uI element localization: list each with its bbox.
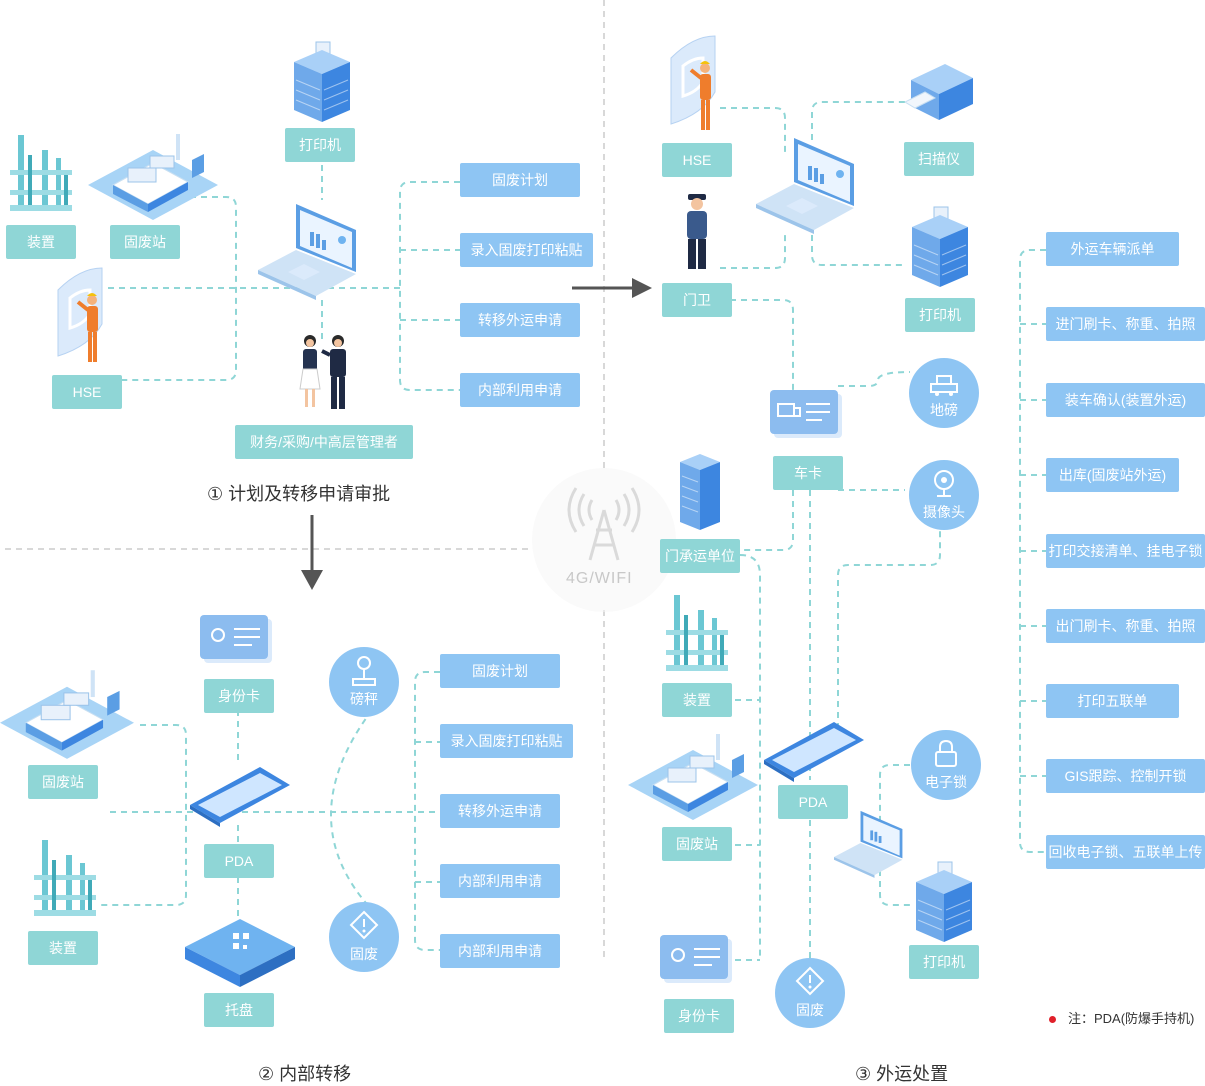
printer-icon — [294, 41, 350, 122]
step-transfer-apply: 转移外运申请 — [440, 794, 560, 828]
footnote-text: 注：PDA(防爆手持机) — [1068, 1011, 1195, 1026]
carrier-building-icon — [680, 454, 720, 530]
waste-station-icon — [88, 134, 218, 220]
step-gate-in: 进门刷卡、称重、拍照 — [1046, 307, 1205, 341]
step-record-print: 录入固废打印粘贴 — [460, 233, 593, 267]
network-label: 4G/WIFI — [566, 570, 633, 587]
flow-arrows — [301, 278, 652, 590]
pda-label: PDA — [778, 785, 848, 819]
waste-station-icon — [0, 670, 134, 759]
waste-node: 固废 — [329, 902, 399, 972]
id-card-icon — [200, 615, 272, 663]
printer-label: 打印机 — [285, 128, 355, 162]
weighbridge-node: 地磅 — [909, 358, 979, 428]
device-icon — [34, 840, 96, 916]
waste-node: 固废 — [775, 958, 845, 1028]
scale-node: 磅秤 — [329, 647, 399, 717]
scale-label: 磅秤 — [350, 691, 378, 707]
step-print-lock: 打印交接清单、挂电子锁 — [1046, 534, 1205, 568]
step-dispatch: 外运车辆派单 — [1046, 232, 1179, 266]
note-dot-icon — [1049, 1016, 1056, 1024]
guard-label: 门卫 — [662, 283, 732, 317]
managers-icon — [299, 335, 346, 409]
device-icon — [666, 595, 728, 671]
step-transfer-apply: 转移外运申请 — [460, 303, 580, 337]
guard-icon — [687, 194, 707, 269]
hse-worker-icon — [670, 35, 716, 130]
laptop-icon — [756, 138, 854, 234]
printer-label: 打印机 — [905, 298, 975, 332]
step-plan: 固废计划 — [440, 654, 560, 688]
weighbridge-label: 地磅 — [930, 402, 958, 418]
device-label: 装置 — [662, 683, 732, 717]
step-outbound: 出库(固废站外运) — [1046, 458, 1179, 492]
camera-node: 摄像头 — [909, 460, 979, 530]
managers-label: 财务/采购/中高层管理者 — [235, 425, 413, 459]
waste-label: 固废 — [796, 1002, 824, 1018]
scanner-icon — [905, 64, 973, 120]
network-watermark — [532, 468, 676, 612]
truck-card-icon — [770, 390, 842, 438]
pda-label: PDA — [204, 844, 274, 878]
camera-label: 摄像头 — [923, 504, 965, 520]
step-recover: 回收电子锁、五联单上传 — [1046, 835, 1205, 869]
waste-station-icon — [628, 734, 758, 820]
id-card-icon — [660, 935, 732, 983]
section-dividers — [5, 0, 605, 960]
tray-label: 托盘 — [204, 993, 274, 1027]
id-card-label: 身份卡 — [664, 999, 734, 1033]
section-title: ③ 外运处置 — [855, 1064, 949, 1084]
step-gate-out: 出门刷卡、称重、拍照 — [1046, 609, 1205, 643]
lock-icon — [935, 739, 957, 767]
waste-label: 固废 — [350, 946, 378, 962]
carrier-label: 门承运单位 — [660, 539, 740, 573]
device-label: 装置 — [28, 931, 98, 965]
laptop-icon — [834, 810, 903, 878]
hse-worker-icon — [57, 267, 103, 362]
printer-icon — [916, 861, 972, 942]
connectors — [98, 101, 1046, 961]
tray-icon — [185, 919, 295, 987]
camera-icon — [934, 470, 954, 497]
section-title: ① 计划及转移申请审批 — [207, 484, 391, 504]
step-internal-apply: 内部利用申请 — [440, 864, 560, 898]
laptop-icon — [258, 204, 356, 300]
scanner-label: 扫描仪 — [904, 142, 974, 176]
section-title: ② 内部转移 — [258, 1064, 352, 1084]
pda-icon — [764, 722, 864, 782]
footnote: 注：PDA(防爆手持机) — [1049, 1008, 1194, 1027]
station-label: 固废站 — [662, 827, 732, 861]
step-print-five: 打印五联单 — [1046, 684, 1179, 718]
device-icon — [10, 135, 72, 211]
hse-label: HSE — [662, 143, 732, 177]
elock-label: 电子锁 — [925, 774, 967, 790]
station-label: 固废站 — [110, 225, 180, 259]
step-gis: GIS跟踪、控制开锁 — [1046, 759, 1205, 793]
hazard-icon — [795, 966, 825, 996]
station-label: 固废站 — [28, 765, 98, 799]
id-card-label: 身份卡 — [204, 679, 274, 713]
step-loading-confirm: 装车确认(装置外运) — [1046, 383, 1205, 417]
pda-icon — [190, 767, 290, 827]
hse-label: HSE — [52, 375, 122, 409]
elock-node: 电子锁 — [911, 730, 981, 800]
hazard-icon — [349, 910, 379, 940]
step-plan: 固废计划 — [460, 163, 580, 197]
truck-card-label: 车卡 — [773, 456, 843, 490]
step-record-print: 录入固废打印粘贴 — [440, 724, 573, 758]
printer-label: 打印机 — [909, 945, 979, 979]
weighbridge-icon — [930, 375, 958, 396]
step-internal-apply: 内部利用申请 — [440, 934, 560, 968]
device-label: 装置 — [6, 225, 76, 259]
printer-icon — [912, 206, 968, 287]
scale-icon — [352, 656, 376, 686]
step-internal-apply: 内部利用申请 — [460, 373, 580, 407]
